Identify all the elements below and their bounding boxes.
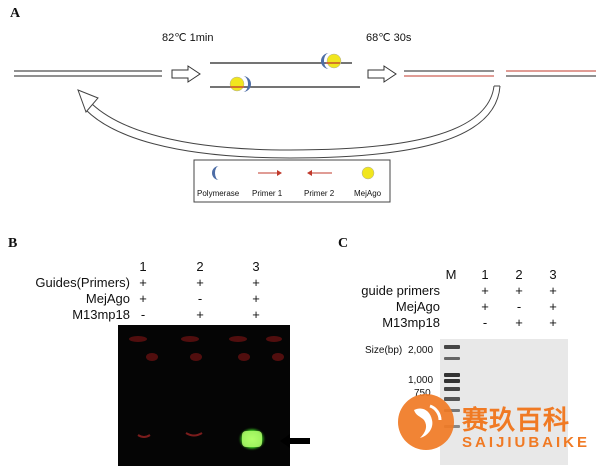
step-arrow-2 (367, 65, 397, 83)
cell-c-mejago-2: - (516, 299, 522, 314)
product-duplex-1 (404, 70, 494, 77)
cell-c-mejago-1: + (481, 299, 489, 314)
cell-b-mejago-2: - (197, 291, 203, 306)
row-label-c-m13mp18: M13mp18 (382, 315, 440, 330)
cell-c-guide-3: + (549, 283, 557, 298)
legend-mejago-label: MejAgo (354, 189, 382, 198)
pcr-cycle-diagram (14, 53, 596, 203)
cell-c-m13-2: + (515, 315, 523, 330)
panel-b-letter: B (8, 236, 18, 251)
cell-b-guides-3: + (252, 275, 260, 290)
row-label-guides: Guides(Primers) (35, 275, 130, 290)
cell-b-guides-1: + (139, 275, 147, 290)
legend-mejago-symbol (361, 166, 375, 180)
legend-box (193, 159, 391, 203)
watermark-chinese-text: 赛玖百科 (462, 405, 571, 435)
cell-b-m13-2: + (196, 307, 204, 322)
row-label-m13mp18: M13mp18 (72, 307, 130, 322)
cell-b-m13-1: - (140, 307, 146, 322)
row-label-guide-primers: guide primers (361, 283, 440, 298)
agarose-gel-image (440, 339, 568, 465)
cell-c-m13-1: - (482, 315, 488, 330)
cell-b-mejago-1: + (139, 291, 147, 306)
cell-b-m13-3: + (252, 307, 260, 322)
cell-c-mejago-3: + (549, 299, 557, 314)
lane-number-c-1: 1 (481, 267, 489, 282)
cell-b-mejago-3: + (252, 291, 260, 306)
lane-number-b-3: 3 (252, 259, 260, 274)
size-1000-label: 1,000 (408, 375, 434, 386)
legend-primer2-symbol (307, 170, 332, 176)
fluorescent-gel-image (118, 325, 290, 466)
size-2000-label: 2,000 (408, 345, 434, 356)
denature-step-label: 82℃ 1min (162, 32, 214, 44)
legend-primer1-symbol (258, 170, 282, 176)
mejago-polymerase-complex-bottom (229, 76, 251, 92)
lane-number-c-3: 3 (549, 267, 557, 282)
cycle-return-arrow (77, 85, 501, 159)
legend-primer2-label: Primer 2 (304, 189, 335, 198)
extension-step-label: 68℃ 30s (366, 32, 412, 44)
gel-b-bands (129, 336, 284, 451)
size-750-label: 750 (414, 388, 431, 399)
cell-c-m13-3: + (549, 315, 557, 330)
cell-b-guides-2: + (196, 275, 204, 290)
lane-number-c-2: 2 (515, 267, 523, 282)
legend-polymerase-label: Polymerase (197, 189, 240, 198)
step-arrow-1 (171, 65, 201, 83)
input-dsdna (14, 70, 162, 77)
watermark-logo (398, 394, 454, 450)
legend-polymerase-symbol (212, 166, 219, 180)
lane-number-b-1: 1 (139, 259, 147, 274)
row-label-mejago: MejAgo (85, 291, 130, 306)
gel-c-ladder (444, 345, 460, 428)
row-label-c-mejago: MejAgo (395, 299, 440, 314)
panel-a-letter: A (10, 6, 21, 21)
watermark-english-text: SAIJIUBAIKE (462, 434, 591, 451)
legend-primer1-label: Primer 1 (252, 189, 283, 198)
cell-c-guide-1: + (481, 283, 489, 298)
cell-c-guide-2: + (515, 283, 523, 298)
band-indicator-arrow (280, 434, 310, 448)
size-axis-label: Size(bp) (365, 345, 403, 356)
product-duplex-2 (506, 70, 596, 77)
mejago-polymerase-complex-top (321, 53, 342, 69)
marker-lane-label: M (445, 267, 457, 282)
panel-c-letter: C (338, 236, 349, 251)
lane-number-b-2: 2 (196, 259, 204, 274)
